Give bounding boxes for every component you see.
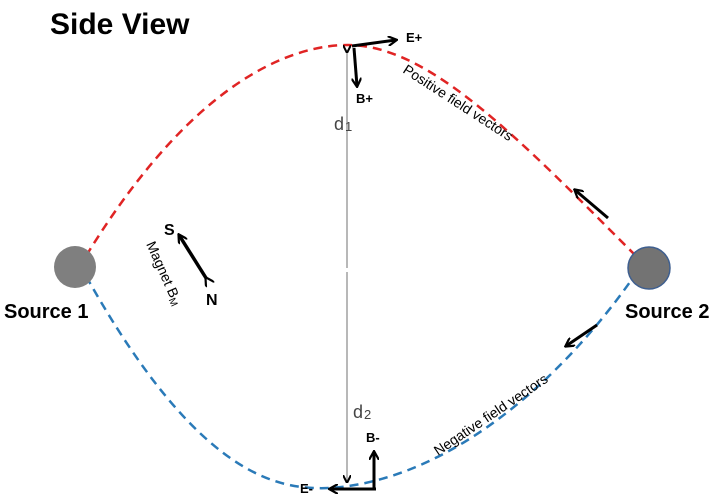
d1-label: d1: [334, 114, 352, 134]
positive-field-label: Positive field vectors: [400, 61, 516, 144]
south-label: S: [164, 222, 175, 239]
source-1-circle: [54, 246, 96, 288]
magnet-main: Magnet B: [143, 239, 182, 300]
negative-field-curve: [84, 275, 632, 490]
e-minus-label: E-: [300, 481, 313, 496]
page-title: Side View: [50, 8, 190, 41]
d2-label: d2: [353, 402, 371, 422]
source-1-label: Source 1: [4, 301, 88, 323]
d2-sub: 2: [364, 407, 371, 422]
magnet-sub: M: [166, 296, 179, 308]
d1-sub: 1: [345, 119, 352, 134]
negative-field-label: Negative field vectors: [431, 370, 551, 458]
e-plus-vector: [351, 40, 396, 48]
north-label: N: [206, 292, 218, 309]
magnet-vector: [179, 235, 206, 278]
d1-main: d: [334, 114, 344, 134]
negative-field-arrow: [566, 323, 598, 346]
positive-field-arrow: [575, 190, 609, 220]
e-plus-label: E+: [406, 30, 423, 45]
d2-main: d: [353, 402, 363, 422]
source-2-label: Source 2: [625, 301, 709, 323]
b-minus-label: B-: [366, 430, 380, 445]
b-plus-label: B+: [356, 91, 373, 106]
b-plus-vector: [354, 47, 357, 86]
magnet-label: Magnet BM: [141, 239, 185, 309]
source-2-circle: [627, 246, 671, 290]
